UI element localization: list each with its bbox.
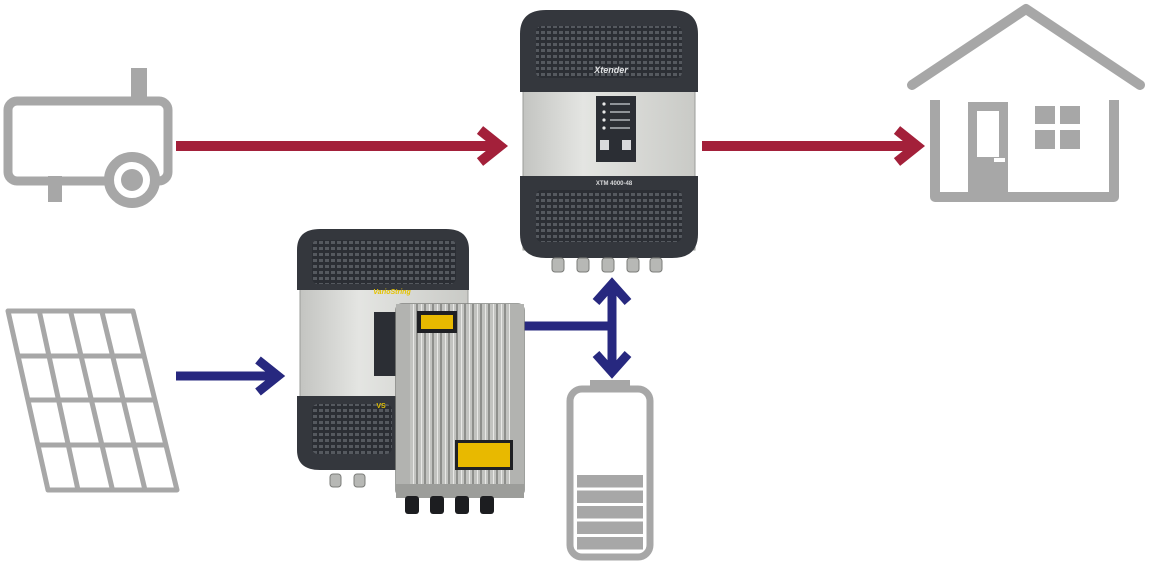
inverter-battery-bidirectional-arrow	[592, 277, 632, 379]
mppt-controller-device	[395, 303, 525, 514]
generator-icon	[3, 68, 173, 208]
xtender-cable-glands	[551, 257, 663, 273]
battery-cell	[577, 475, 643, 488]
battery-cell	[577, 537, 643, 550]
house-icon	[907, 4, 1145, 202]
solar-to-charger-arrow	[176, 356, 286, 396]
battery-cell	[577, 506, 643, 519]
window-icon	[1035, 106, 1080, 149]
mppt-cable-glands	[405, 496, 494, 514]
solar-panel-icon	[5, 308, 180, 493]
battery-cell	[577, 490, 643, 503]
xtender-control-panel	[596, 96, 636, 162]
variostring-sub-label: VS	[376, 403, 386, 410]
variostring-logo: VarioString	[373, 289, 411, 296]
battery-level-cells	[577, 475, 643, 550]
battery-cell	[577, 521, 643, 534]
generator-to-inverter-arrow	[176, 126, 509, 166]
xtender-logo: Xtender	[593, 65, 628, 75]
dc-flow-arrows	[176, 277, 632, 396]
ac-flow-arrows	[176, 126, 926, 166]
battery-icon	[566, 380, 654, 561]
xtender-model-label: XTM 4000-48	[596, 181, 633, 187]
inverter-to-house-arrow	[702, 126, 926, 166]
door-icon	[968, 102, 1008, 197]
xtender-inverter-device: Xtender XTM 4000-48	[520, 10, 698, 273]
variostring-control-panel	[374, 312, 396, 376]
